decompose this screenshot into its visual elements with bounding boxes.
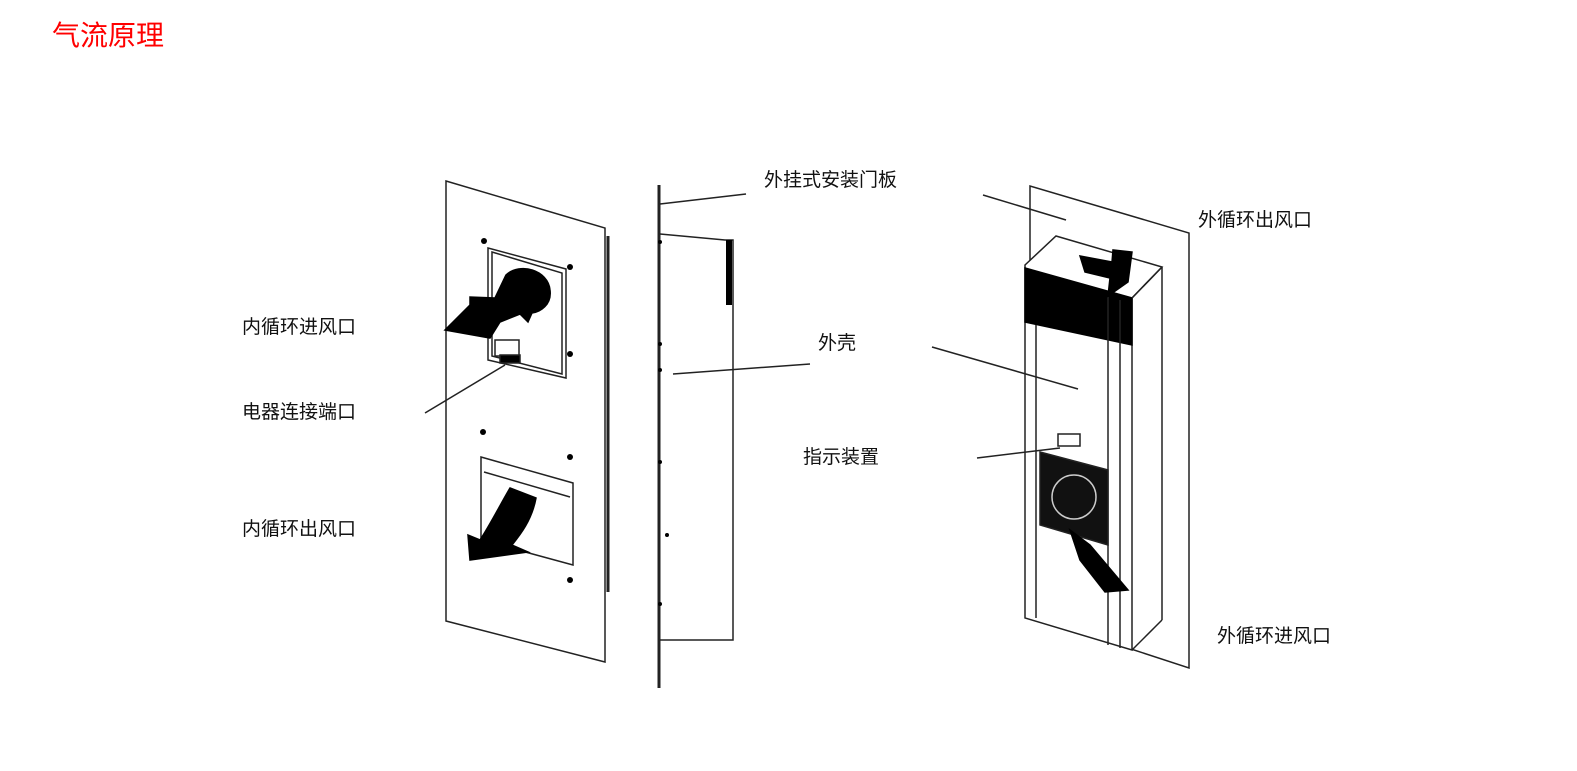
outer-outlet-arrow — [1078, 249, 1133, 298]
label-int-outlet: 内循环出风口 — [242, 518, 357, 540]
label-door-panel: 外挂式安装门板 — [764, 169, 898, 191]
inner-inlet-arrow — [443, 267, 551, 339]
screw-holes — [480, 238, 573, 583]
label-electrical-port: 电器连接端口 — [242, 401, 357, 423]
inner-outlet-arrow — [467, 487, 537, 561]
label-shell: 外壳 — [818, 332, 857, 354]
label-ext-inlet: 外循环进风口 — [1217, 625, 1332, 647]
label-ext-outlet: 外循环出风口 — [1198, 209, 1313, 231]
side-view — [657, 185, 811, 688]
page-title: 气流原理 — [52, 19, 165, 52]
left-panel-view — [424, 179, 610, 663]
mounting-panel-right — [1029, 184, 1190, 670]
outer-inlet-arrow — [1068, 527, 1130, 593]
electrical-port — [494, 339, 520, 357]
label-indicator: 指示装置 — [803, 446, 880, 468]
front-view — [931, 184, 1190, 670]
mounting-panel — [445, 179, 606, 663]
outer-inlet-fan-grille — [1039, 451, 1109, 547]
inner-outlet-vent — [480, 456, 574, 566]
label-int-inlet: 内循环进风口 — [242, 316, 357, 338]
indicator-device — [1057, 433, 1081, 447]
